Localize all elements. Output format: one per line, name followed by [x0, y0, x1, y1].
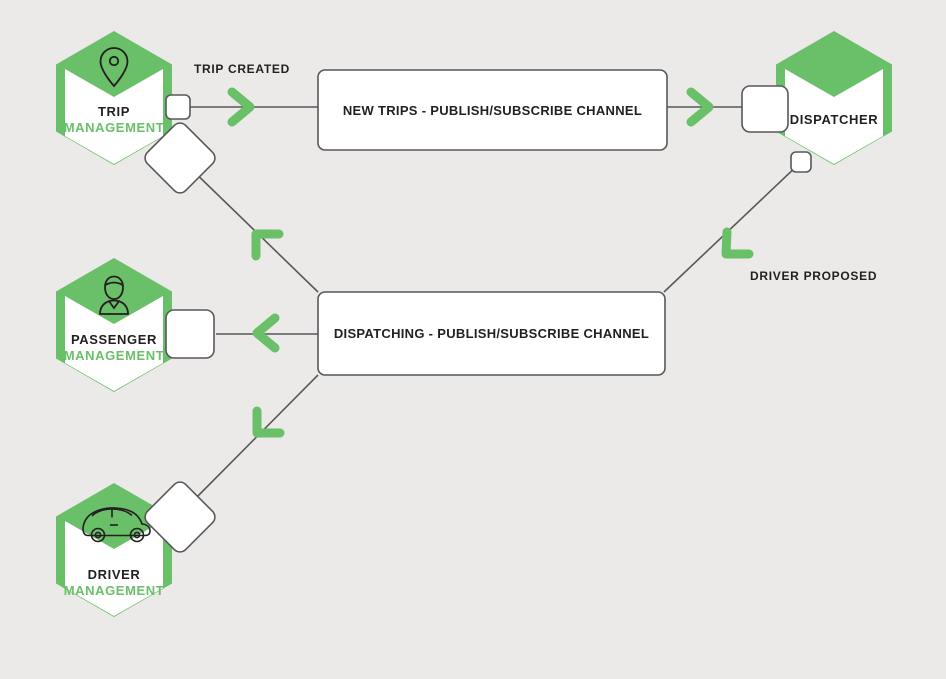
port-dispatcher-left[interactable]: [741, 85, 789, 133]
hexagon-inner-banner: [65, 521, 163, 616]
channel-box-dispatching[interactable]: [317, 291, 666, 376]
connector-lines: [178, 106, 801, 506]
hexagon-inner-banner: [65, 296, 163, 391]
person-icon: [99, 275, 129, 315]
node-dispatcher[interactable]: [776, 31, 892, 165]
port-trip-management-right[interactable]: [165, 94, 191, 120]
arrow-heads: [227, 87, 754, 438]
diamond-port-driver-management[interactable]: [142, 479, 218, 555]
arrowhead-into-dispatcher: [686, 87, 714, 127]
channel-box-new-trips[interactable]: [317, 69, 668, 151]
diamond-port-trip-management[interactable]: [142, 120, 218, 196]
car-icon: [82, 507, 151, 543]
line-dispatching-to-driver: [188, 374, 319, 506]
node-passenger-management[interactable]: [56, 258, 172, 392]
driver-proposed-edge-label: DRIVER PROPOSED: [750, 269, 878, 283]
arrowhead-trip-created: [227, 87, 255, 127]
trip-created-edge-label: TRIP CREATED: [194, 62, 290, 76]
arrowhead-to-driver-management: [252, 406, 285, 438]
port-dispatcher-bottom[interactable]: [790, 151, 812, 173]
node-trip-management[interactable]: [56, 31, 172, 165]
line-dispatcher-to-dispatching: [663, 162, 801, 293]
dispatching-channel-label: DISPATCHING - PUBLISH/SUBSCRIBE CHANNEL: [333, 326, 650, 341]
hexagon-inner-banner: [785, 69, 883, 164]
port-passenger-management-right[interactable]: [165, 309, 215, 359]
arrowhead-driver-proposed: [721, 227, 754, 259]
location-pin-icon: [99, 47, 129, 88]
arrowhead-to-trip-management: [251, 229, 284, 261]
node-driver-management[interactable]: [56, 483, 172, 617]
hexagon-inner-banner: [65, 69, 163, 164]
arrowhead-to-passenger-management: [252, 313, 280, 353]
line-dispatching-to-trip: [184, 162, 319, 293]
new-trips-channel-label: NEW TRIPS - PUBLISH/SUBSCRIBE CHANNEL: [342, 103, 643, 118]
